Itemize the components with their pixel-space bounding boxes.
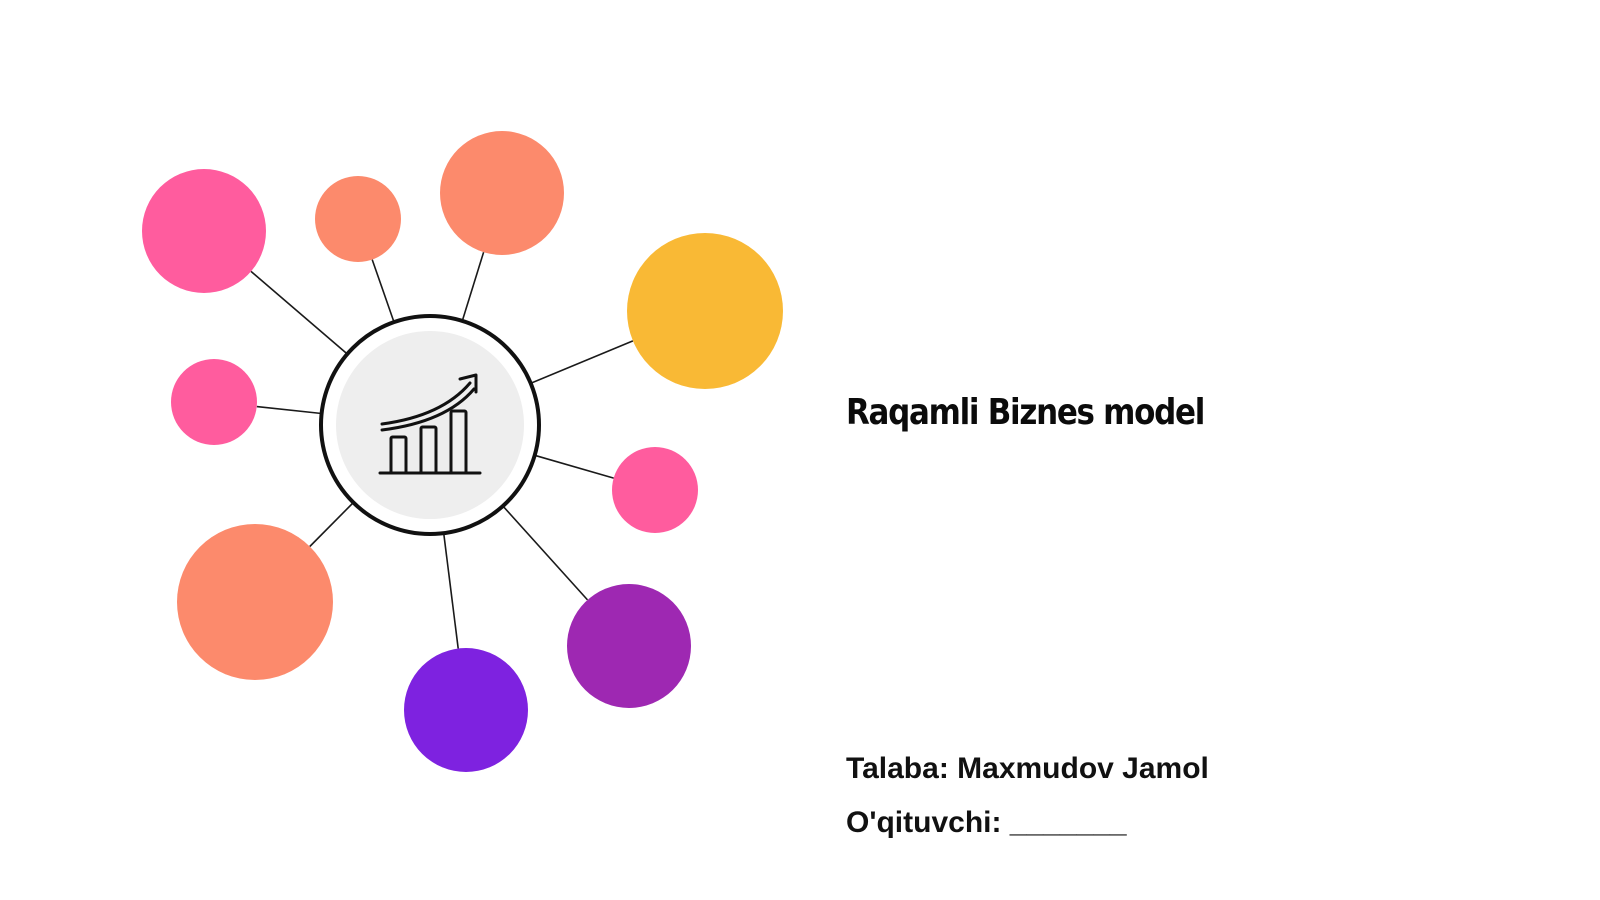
satellite-circle-coral xyxy=(315,176,401,262)
satellite-circle-yellow xyxy=(627,233,783,389)
student-line: Talaba: Maxmudov Jamol xyxy=(846,752,1209,785)
satellite-circle-purple xyxy=(567,584,691,708)
connector-line xyxy=(502,505,589,601)
center-inner-disc xyxy=(336,331,524,519)
connector-line xyxy=(256,405,322,415)
satellite-circles xyxy=(142,131,783,772)
connector-line xyxy=(250,270,348,355)
connector-line xyxy=(534,454,614,479)
connector-line xyxy=(530,340,634,385)
slide-title: Raqamli Biznes model xyxy=(846,392,1205,433)
connector-line xyxy=(442,533,459,649)
teacher-line: O'qituvchi: _______ xyxy=(846,806,1127,839)
satellite-circle-pink xyxy=(142,169,266,293)
connector-lines xyxy=(250,251,634,649)
satellite-circle-coral xyxy=(177,524,333,680)
satellite-circle-pink xyxy=(171,359,257,445)
center-node xyxy=(319,314,541,536)
growth-chart-icon xyxy=(378,373,482,475)
satellite-circle-pink xyxy=(612,447,698,533)
connector-line xyxy=(461,251,485,322)
satellite-circle-violet xyxy=(404,648,528,772)
connector-line xyxy=(309,501,354,548)
satellite-circle-coral xyxy=(440,131,564,255)
connector-line xyxy=(371,259,395,323)
